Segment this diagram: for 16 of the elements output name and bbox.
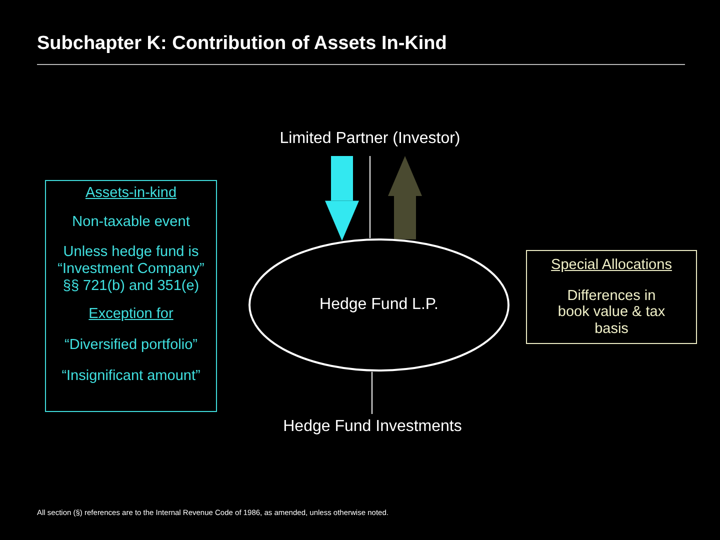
note-box bbox=[526, 250, 697, 344]
box-heading: Assets-in-kind bbox=[84, 185, 178, 202]
box-text: Non-taxable event bbox=[71, 214, 191, 230]
box-text: Unless hedge fund is “Investment Company” §§ 721(b) and 351(e) bbox=[56, 244, 206, 294]
block-arrow bbox=[325, 156, 359, 241]
slide-title: Subchapter K: Contribution of Assets In-Kind bbox=[37, 33, 447, 55]
box-heading: Special Allocations bbox=[551, 257, 672, 274]
box-text: “Diversified portfolio” bbox=[64, 337, 198, 354]
box-text: “Insignificant amount” bbox=[60, 368, 202, 384]
node-label: Limited Partner (Investor) bbox=[250, 130, 490, 148]
box-text: Differences in book value & tax basis bbox=[556, 288, 666, 338]
node-label: Hedge Fund L.P. bbox=[320, 296, 438, 314]
box-text: Exception for bbox=[88, 306, 174, 324]
block-arrow bbox=[388, 156, 422, 240]
node-label: Hedge Fund Investments bbox=[250, 418, 495, 436]
note-box bbox=[45, 180, 217, 412]
